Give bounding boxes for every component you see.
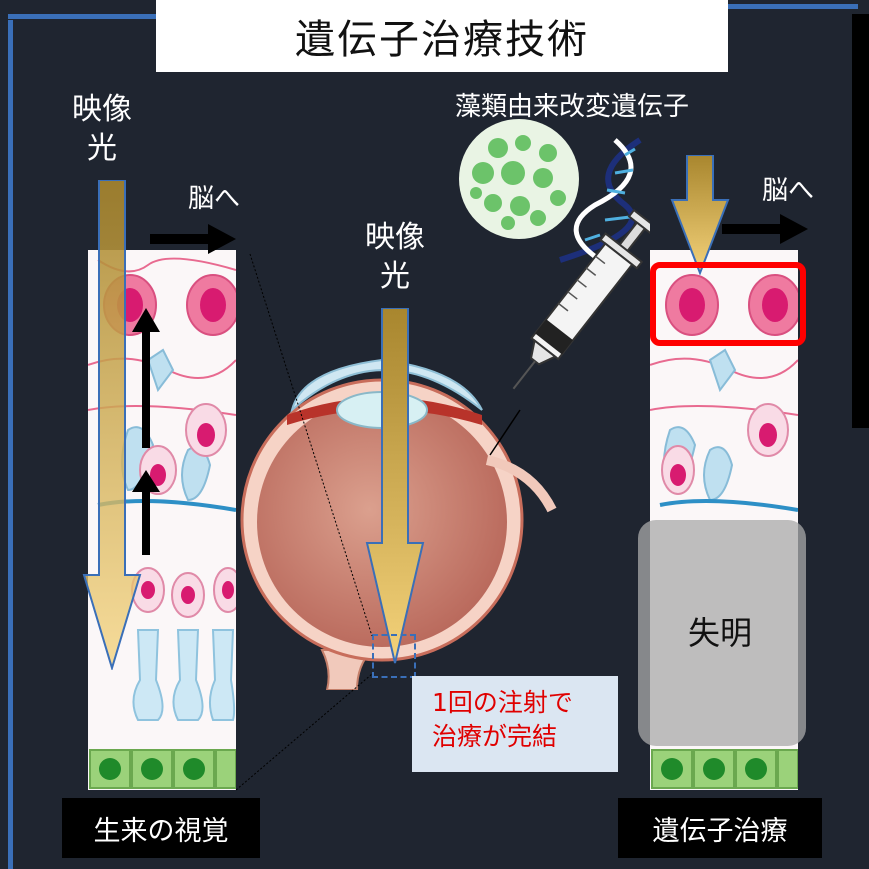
note-line1: 1回の注射で xyxy=(432,686,618,720)
note-line2: 治療が完結 xyxy=(432,720,618,754)
syringe-icon xyxy=(500,195,650,425)
center-light-label-line1: 映像 xyxy=(350,218,440,257)
injection-note: 1回の注射で 治療が完結 xyxy=(412,676,618,772)
center-light-label: 映像 光 xyxy=(350,218,440,296)
right-caption: 遺伝子治療 xyxy=(618,798,822,858)
right-brain-arrow xyxy=(722,214,808,244)
right-to-brain-label: 脳へ xyxy=(762,170,814,207)
highlight-box xyxy=(650,262,806,346)
right-light-arrow xyxy=(670,155,730,275)
blind-label: 失明 xyxy=(640,608,800,654)
center-light-label-line2: 光 xyxy=(350,257,440,296)
